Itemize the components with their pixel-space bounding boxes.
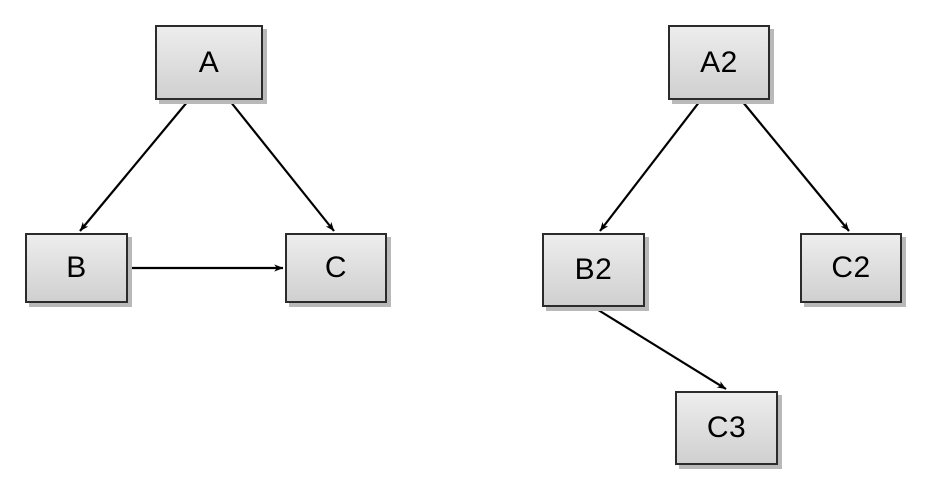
node-b[interactable]: B bbox=[25, 233, 128, 303]
edge-a2-to-c2 bbox=[741, 100, 850, 232]
edge-a-to-c bbox=[229, 100, 335, 232]
edge-b2-to-c3 bbox=[594, 307, 727, 390]
node-c[interactable]: C bbox=[285, 233, 387, 303]
node-label-c3: C3 bbox=[706, 411, 747, 444]
node-label-b: B bbox=[66, 251, 87, 284]
node-b2[interactable]: B2 bbox=[542, 233, 645, 307]
node-c3[interactable]: C3 bbox=[675, 391, 778, 465]
node-c2[interactable]: C2 bbox=[800, 233, 902, 303]
node-label-b2: B2 bbox=[574, 253, 613, 286]
node-label-c: C bbox=[324, 251, 348, 284]
node-label-c2: C2 bbox=[831, 251, 871, 284]
node-label-a: A bbox=[198, 45, 220, 79]
edge-a2-to-b2 bbox=[599, 100, 701, 232]
node-a[interactable]: A bbox=[155, 25, 263, 100]
node-a2[interactable]: A2 bbox=[668, 25, 770, 100]
node-label-a2: A2 bbox=[700, 45, 738, 79]
edges-group bbox=[79, 100, 850, 390]
edge-a-to-b bbox=[79, 100, 189, 232]
